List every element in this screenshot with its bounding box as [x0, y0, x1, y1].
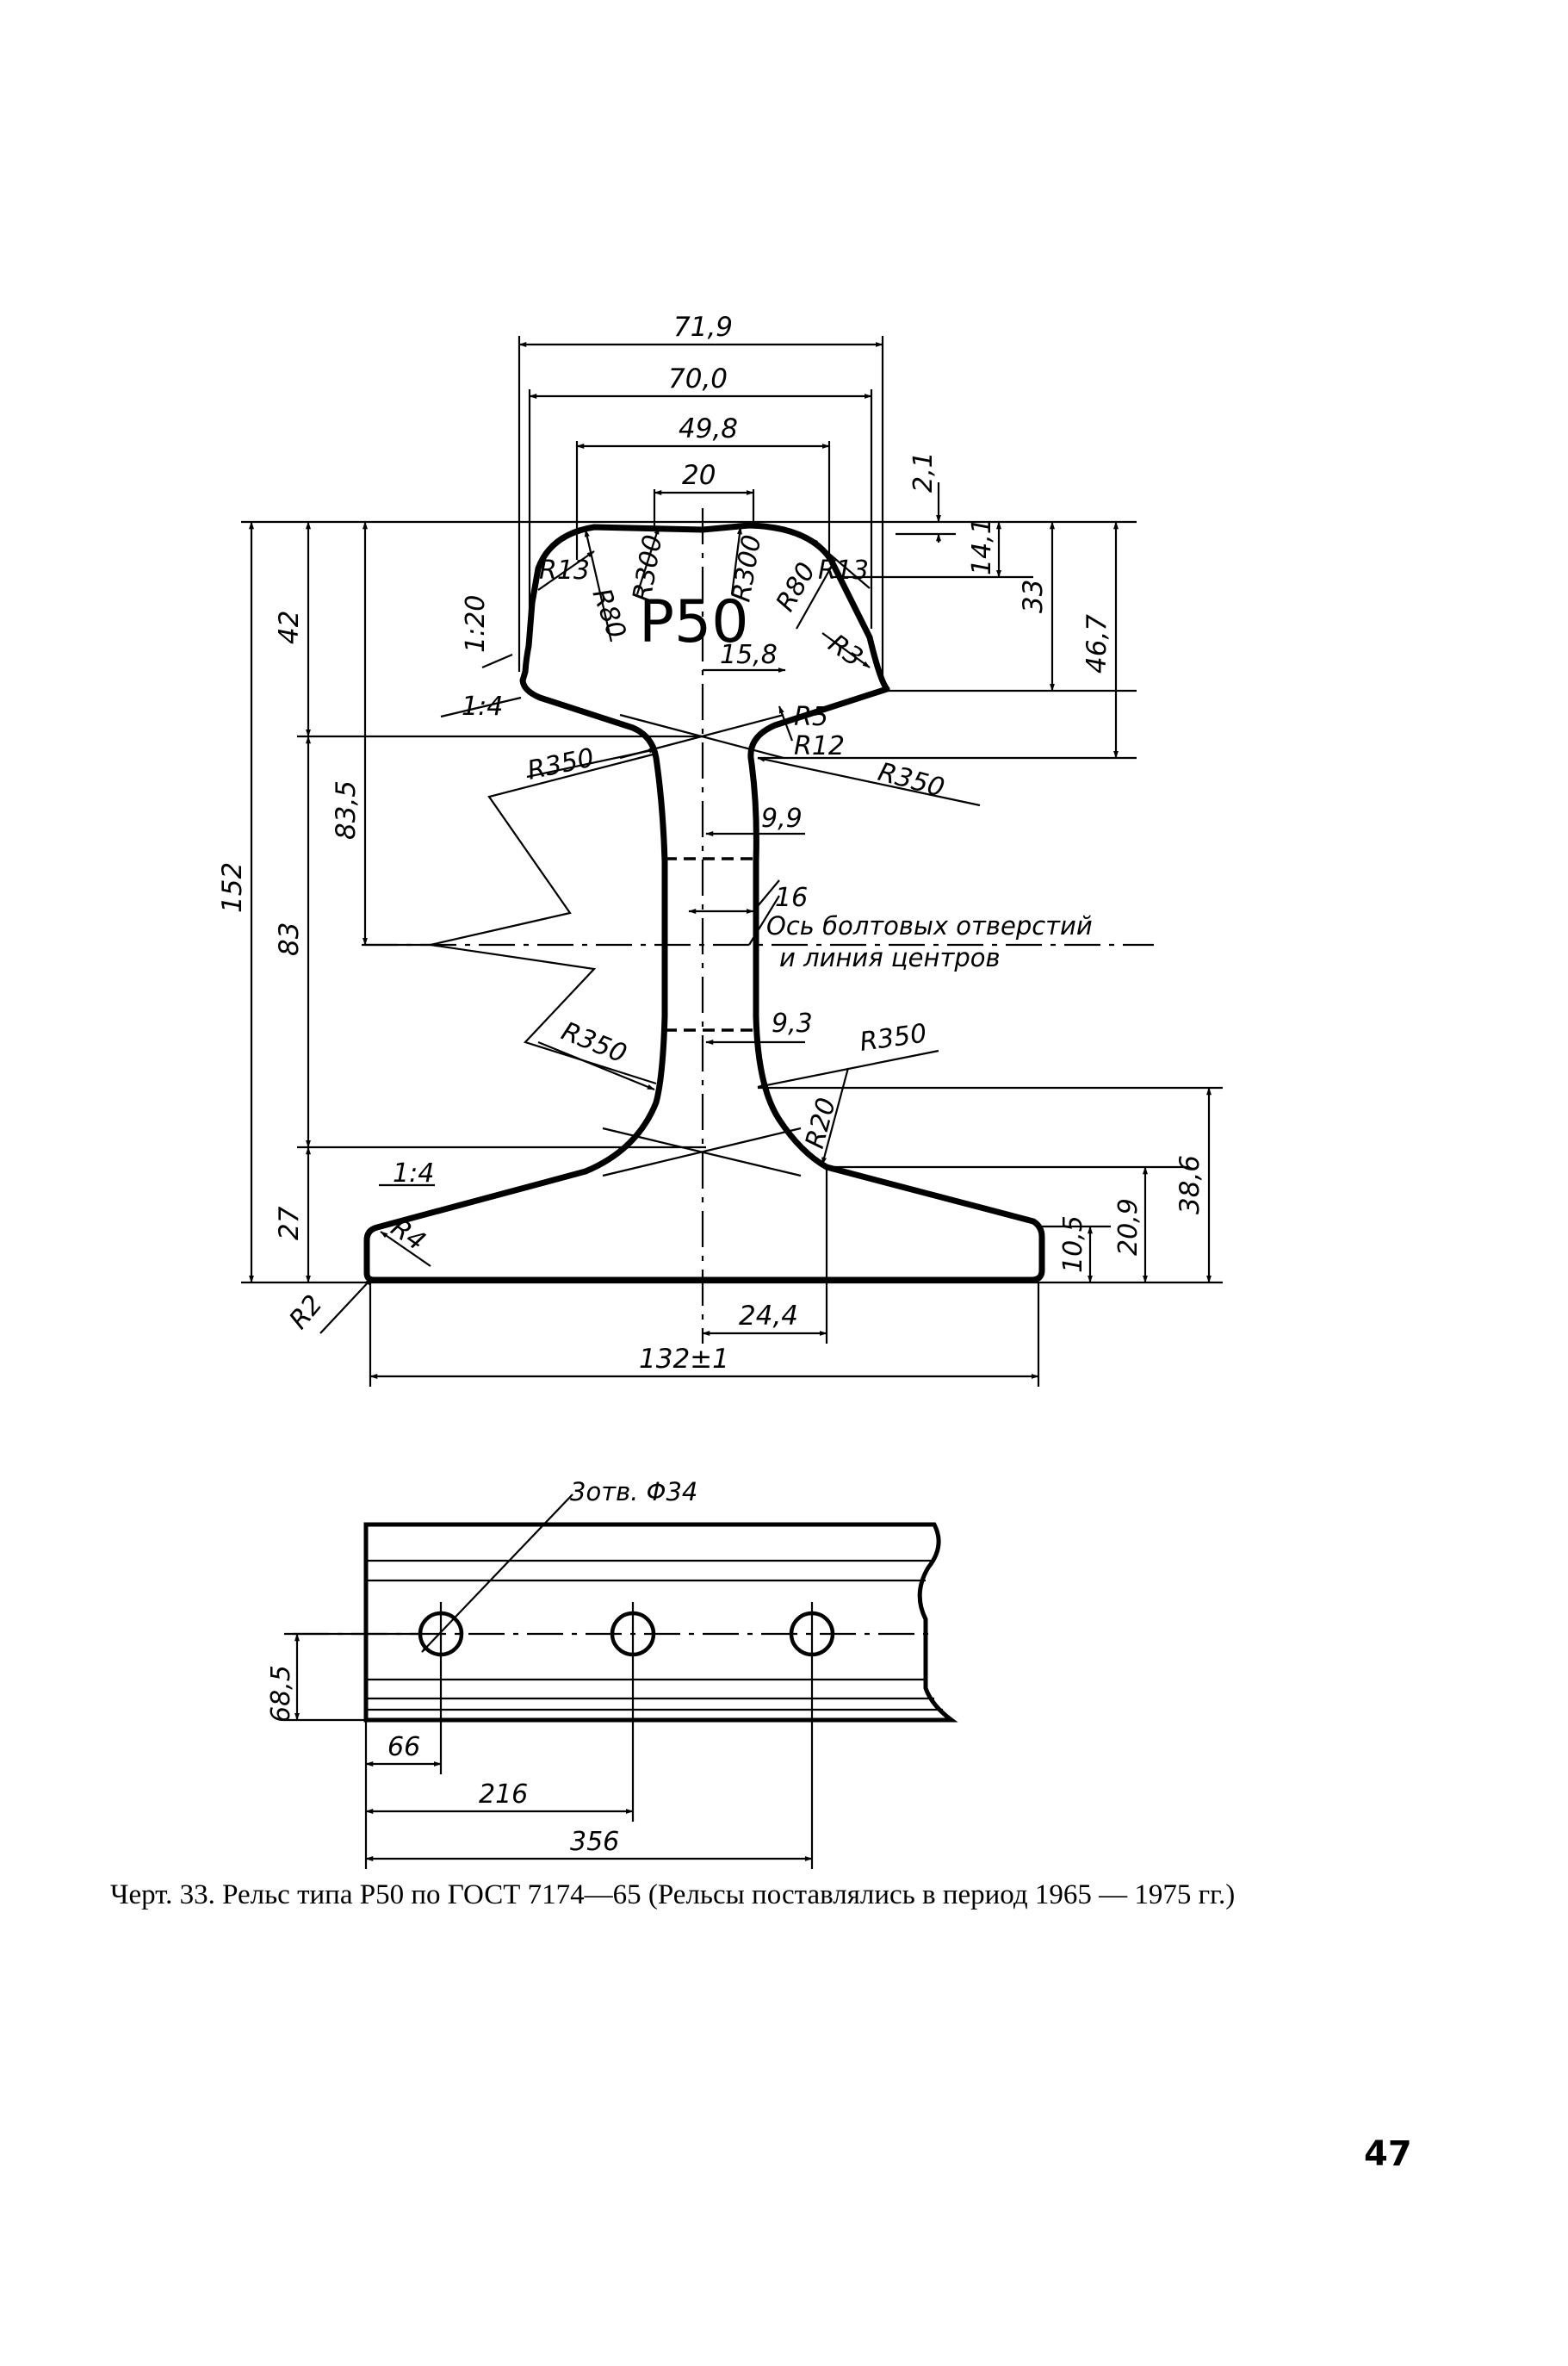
dim-web-height: 83: [274, 922, 305, 956]
rail-profile-outline: [363, 522, 1045, 1283]
rail-side-view: 3отв. Φ34 68,5 66 216 356: [266, 1477, 958, 1869]
dim-hole3-offset: 356: [570, 1827, 619, 1857]
holes-label: 3отв. Φ34: [570, 1477, 697, 1506]
dim-head-width-total: 71,9: [673, 312, 733, 343]
radius-r20: R20: [800, 1095, 842, 1152]
dim-head-side-height: 14,1: [967, 518, 997, 575]
dim-foot-height: 27: [274, 1206, 305, 1240]
dim-foot-half-web: 24,4: [739, 1301, 798, 1332]
axis-note-leader: [748, 895, 780, 946]
slope-foot-top: 1:4: [393, 1158, 434, 1189]
dim-head-width: 70,0: [668, 363, 728, 394]
dim-head-top-width: 49,8: [679, 413, 738, 444]
figure-caption: Черт. 33. Рельс типа Р50 по ГОСТ 7174—65…: [110, 1879, 1236, 1910]
side-view-outline: [363, 1522, 958, 1723]
radius-r13-left: R13: [539, 556, 590, 586]
radius-r4: R4: [385, 1213, 431, 1258]
radius-r300-right: R300: [726, 532, 767, 604]
dim-foot-edge-height: 10,5: [1058, 1215, 1088, 1273]
dim-web-width-axis: 16: [775, 883, 808, 913]
profile-mark: Р50: [639, 588, 749, 656]
radius-r350-upper-right: R350: [875, 757, 948, 804]
radius-r13-right: R13: [818, 556, 869, 586]
dim-head-height-offset: 2,1: [908, 451, 939, 493]
dim-crown-width: 20: [682, 460, 716, 491]
dim-foot-slope-height: 20,9: [1113, 1198, 1143, 1256]
dim-web-width-lower: 9,3: [772, 1009, 813, 1039]
radius-r350-lower-left: R350: [557, 1016, 631, 1070]
radius-r5: R5: [794, 702, 828, 732]
dim-hole2-offset: 216: [479, 1779, 528, 1810]
dim-web-to-axis: 83,5: [331, 780, 362, 840]
axis-note-line2: и линия центров: [779, 943, 1001, 972]
page-number: 47: [1364, 2134, 1412, 2174]
radius-r12: R12: [794, 731, 845, 761]
dim-head-height: 42: [274, 611, 305, 644]
r350-construction-zigzag: [430, 752, 657, 1085]
radius-r350-upper-left: R350: [524, 742, 597, 786]
slope-head-side: 1:20: [461, 595, 491, 653]
rail-cross-section: 71,9 70,0 49,8 20 152 42 83 27 83,5 2,1 …: [217, 312, 1223, 1387]
radius-r80-right: R80: [771, 557, 822, 617]
radius-r350-lower-right: R350: [858, 1018, 928, 1058]
dim-head-depth: 33: [1018, 580, 1049, 613]
axis-note-line1: Ось болтовых отверстий: [766, 911, 1093, 941]
dim-neck-width: 15,8: [720, 640, 778, 670]
dim-hole-height: 68,5: [266, 1665, 296, 1723]
dim-height-total: 152: [217, 862, 248, 913]
dim-head-to-neck: 46,7: [1081, 614, 1112, 674]
radius-r2: R2: [283, 1289, 328, 1335]
dim-web-width-upper: 9,9: [761, 804, 803, 834]
dim-foot-to-web: 38,6: [1174, 1155, 1205, 1214]
radius-r80-left: R80: [586, 585, 631, 643]
holes-label-leader: [421, 1493, 573, 1653]
dim-foot-width: 132±1: [639, 1344, 729, 1375]
dim-hole1-offset: 66: [387, 1732, 420, 1762]
radius-r3: R3: [822, 629, 868, 674]
